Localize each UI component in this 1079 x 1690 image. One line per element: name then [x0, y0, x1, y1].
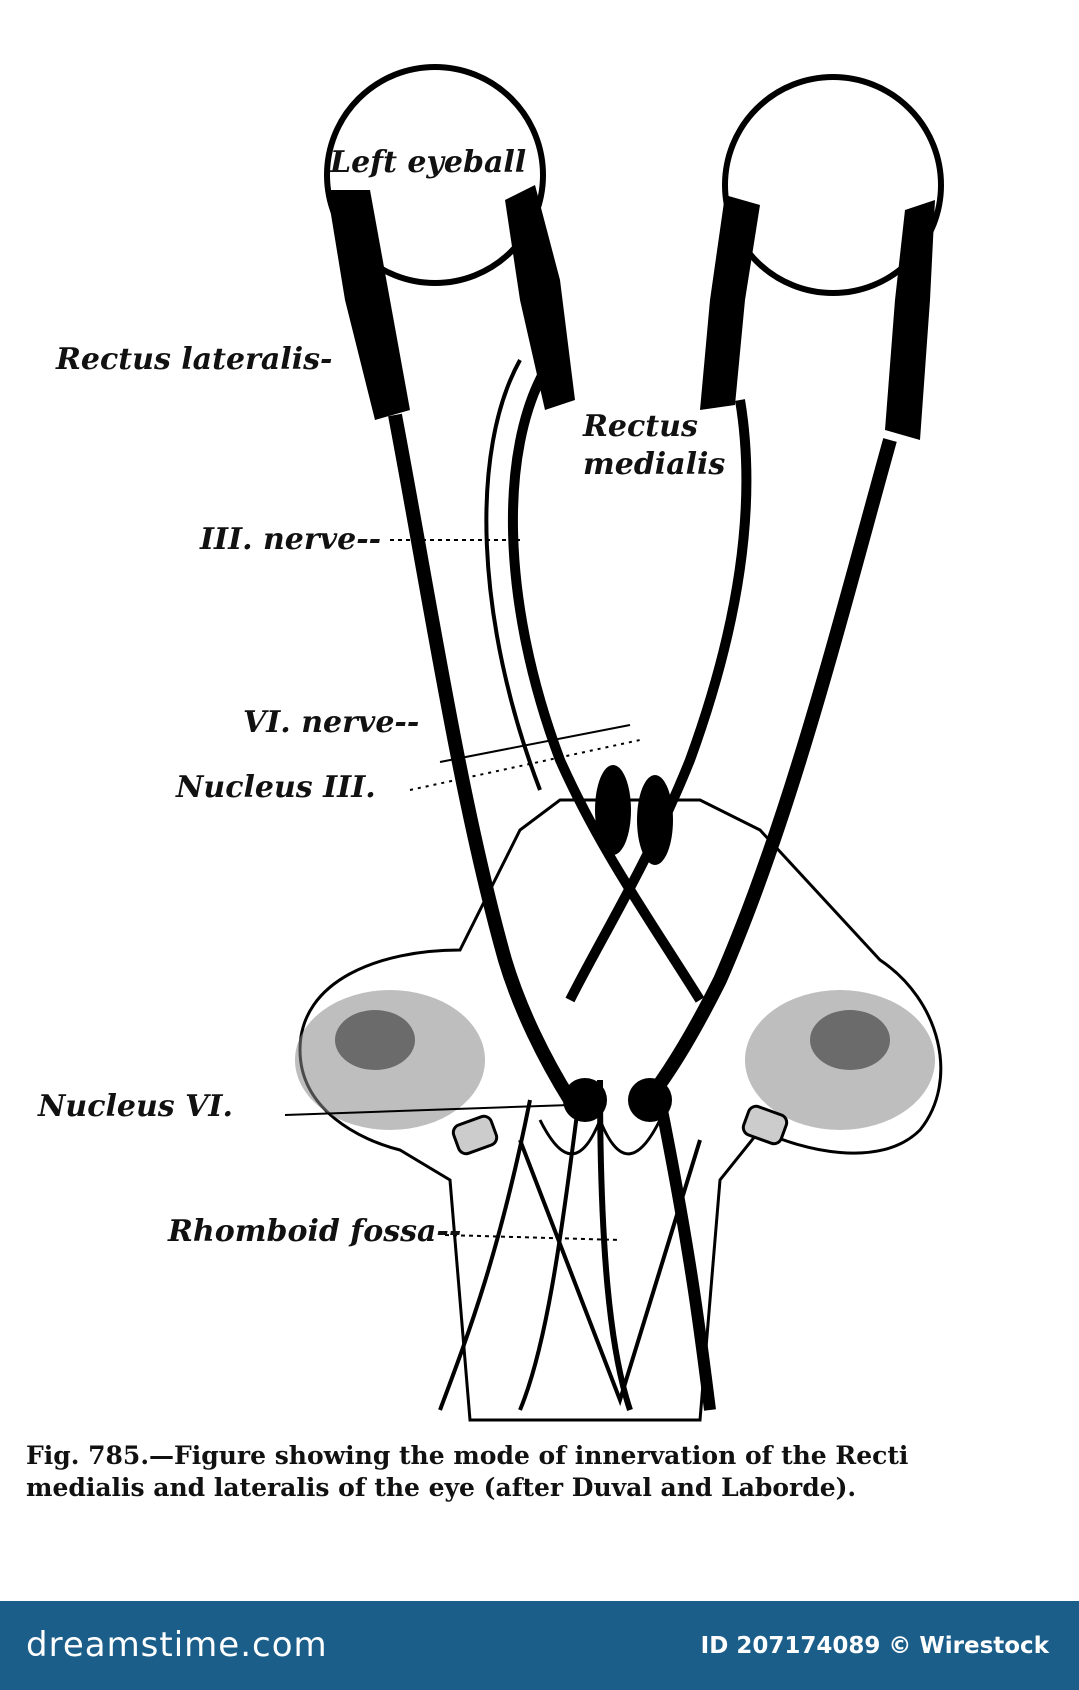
footer-bar: dreamstime.com ID 207174089 © Wirestock [0, 1601, 1079, 1690]
label-rectus-medialis-line1: Rectus [583, 409, 698, 444]
label-rhomboid-fossa: Rhomboid fossa-- [168, 1214, 462, 1249]
nerve-tracts [388, 359, 897, 1411]
nucleus-vi [563, 1078, 672, 1122]
right-eyeball [700, 74, 944, 440]
label-rectus-medialis-line2: medialis [583, 447, 726, 482]
label-nucleus-iii: Nucleus III. [176, 770, 376, 805]
label-left-eyeball: Left eyeball [330, 145, 527, 180]
label-nucleus-vi: Nucleus VI. [38, 1089, 233, 1124]
label-iii-nerve: III. nerve-- [200, 522, 382, 557]
brainstem [295, 798, 943, 1422]
left-eyeball [324, 64, 575, 420]
figure-caption: Fig. 785.—Figure showing the mode of inn… [26, 1441, 909, 1502]
nucleus-iii [595, 765, 673, 865]
leader-lines [284, 539, 641, 1241]
label-vi-nerve: VI. nerve-- [243, 705, 420, 740]
label-rectus-lateralis: Rectus lateralis- [56, 342, 333, 377]
innervation-diagram [284, 64, 944, 1422]
footer-image-id: ID 207174089 © Wirestock [700, 1633, 1049, 1659]
footer-logo[interactable]: dreamstime.com [26, 1625, 328, 1665]
